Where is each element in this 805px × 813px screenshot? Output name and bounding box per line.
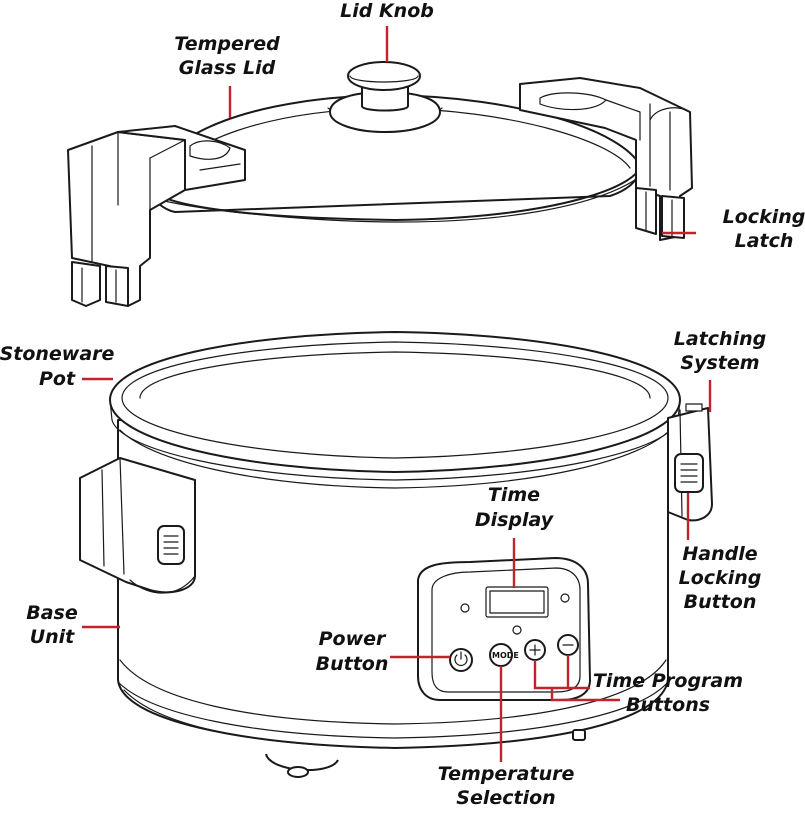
svg-text:Buttons: Buttons xyxy=(626,694,710,716)
control-panel: MODE xyxy=(417,557,591,701)
stoneware-pot xyxy=(109,331,681,489)
lid-knob xyxy=(329,61,441,133)
svg-text:Power: Power xyxy=(319,628,387,650)
plus-button xyxy=(524,639,546,661)
label-lid-knob: Lid Knob xyxy=(340,0,434,22)
label-handle-locking-button: Handle Locking Button xyxy=(679,543,762,613)
svg-text:Base: Base xyxy=(26,602,78,624)
svg-text:Time: Time xyxy=(488,484,540,506)
svg-text:Glass Lid: Glass Lid xyxy=(179,57,276,79)
svg-text:Button: Button xyxy=(316,653,389,675)
svg-text:Locking: Locking xyxy=(723,206,805,228)
label-stoneware-pot: Stoneware Pot xyxy=(0,343,115,390)
svg-text:Handle: Handle xyxy=(682,543,757,565)
svg-text:System: System xyxy=(680,352,759,374)
svg-text:Time Program: Time Program xyxy=(593,670,743,692)
power-button xyxy=(449,648,473,672)
label-base-unit: Base Unit xyxy=(26,602,78,648)
label-locking-latch: Locking Latch xyxy=(723,206,805,252)
svg-text:Pot: Pot xyxy=(39,368,76,390)
time-display-screen xyxy=(485,586,549,618)
label-latching-system: Latching System xyxy=(674,328,766,374)
svg-text:Display: Display xyxy=(475,509,555,531)
left-handle xyxy=(79,457,196,594)
temperature-selection-button: MODE xyxy=(489,643,519,667)
svg-text:Latching: Latching xyxy=(674,328,766,350)
svg-text:Temperature: Temperature xyxy=(438,763,575,785)
svg-text:Locking: Locking xyxy=(679,567,762,589)
label-temperature-selection: Temperature Selection xyxy=(438,763,575,809)
mode-button-text: MODE xyxy=(492,651,519,660)
label-time-display: Time Display xyxy=(475,484,555,531)
right-handle xyxy=(667,403,713,522)
svg-text:Latch: Latch xyxy=(735,230,794,252)
label-tempered-glass-lid: Tempered Glass Lid xyxy=(174,33,280,79)
svg-text:Stoneware: Stoneware xyxy=(0,343,115,365)
leader-lines xyxy=(82,26,712,762)
label-time-program-buttons: Time Program Buttons xyxy=(593,670,743,716)
svg-text:Lid Knob: Lid Knob xyxy=(340,0,434,22)
svg-text:Tempered: Tempered xyxy=(174,33,280,55)
svg-text:Button: Button xyxy=(684,591,757,613)
label-power-button: Power Button xyxy=(316,628,389,675)
left-locking-latch xyxy=(67,125,246,307)
right-locking-latch xyxy=(519,77,693,241)
svg-text:Unit: Unit xyxy=(30,626,75,648)
minus-button xyxy=(557,634,579,656)
svg-text:Selection: Selection xyxy=(456,787,555,808)
